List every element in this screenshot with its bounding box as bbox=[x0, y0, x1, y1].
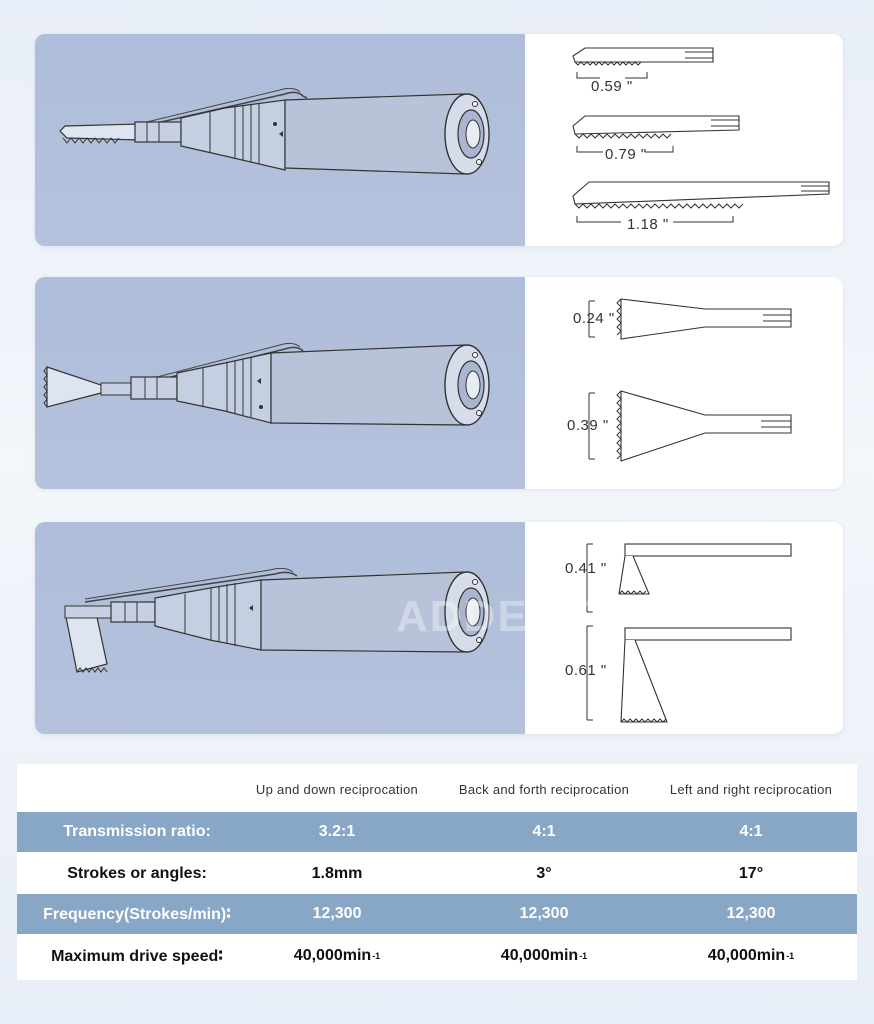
dimension-label: 0.41 " bbox=[565, 560, 607, 577]
spec-table: Up and down reciprocation Back and forth… bbox=[17, 764, 857, 980]
reciprocating-saw-handpiece-icon bbox=[64, 567, 490, 673]
handpiece-image-3 bbox=[35, 522, 525, 734]
table-cell: 4:1 bbox=[532, 823, 556, 840]
dimension-label: 0.59 " bbox=[591, 78, 633, 95]
column-header: Up and down reciprocation bbox=[255, 782, 419, 797]
row-label: Maximum drive speed∶ bbox=[51, 948, 223, 965]
row-label: Strokes or angles: bbox=[67, 865, 207, 882]
reciprocating-saw-handpiece-icon bbox=[59, 87, 490, 175]
blade-panel-3: 0.41 " 0.61 " bbox=[35, 522, 843, 734]
table-row: Maximum drive speed∶ 40,000min-1 40,000m… bbox=[17, 936, 857, 976]
blade-panel-1: 0.59 " 0.79 " 1.18 " bbox=[35, 34, 843, 246]
dimension-label: 0.39 " bbox=[567, 417, 609, 434]
dimension-label: 0.79 " bbox=[605, 146, 647, 163]
dimension-label: 0.24 " bbox=[573, 310, 615, 327]
saw-blades-icon bbox=[572, 47, 830, 223]
table-cell: 4:1 bbox=[739, 823, 763, 840]
table-cell: 40,000min-1 bbox=[293, 947, 381, 964]
dimension-label: 1.18 " bbox=[627, 216, 669, 233]
table-cell: 40,000min-1 bbox=[707, 947, 795, 964]
sagittal-blades-icon bbox=[586, 543, 792, 723]
table-cell: 12,300 bbox=[312, 905, 362, 922]
table-cell: 1.8mm bbox=[311, 865, 363, 882]
row-label: Transmission ratio: bbox=[63, 823, 211, 840]
table-row: Strokes or angles: 1.8mm 3° 17° bbox=[17, 854, 857, 894]
column-header: Left and right reciprocation bbox=[669, 782, 833, 797]
table-row: Frequency(Strokes/min)∶ 12,300 12,300 12… bbox=[17, 894, 857, 934]
spec-header-row: Up and down reciprocation Back and forth… bbox=[17, 764, 857, 812]
table-cell: 3° bbox=[536, 865, 552, 882]
column-header: Back and forth reciprocation bbox=[458, 782, 630, 797]
table-cell: 12,300 bbox=[726, 905, 776, 922]
blade-dimensions-1: 0.59 " 0.79 " 1.18 " bbox=[525, 34, 843, 246]
fan-blades-icon bbox=[588, 298, 792, 462]
table-cell: 3.2:1 bbox=[318, 823, 356, 840]
handpiece-image-1 bbox=[35, 34, 525, 246]
table-cell: 17° bbox=[738, 865, 764, 882]
handpiece-image-2 bbox=[35, 277, 525, 489]
table-row: Transmission ratio: 3.2:1 4:1 4:1 bbox=[17, 812, 857, 852]
brand-watermark: ADDENT® bbox=[396, 592, 606, 641]
blade-panel-2: 0.24 " 0.39 " bbox=[35, 277, 843, 489]
table-cell: 12,300 bbox=[519, 905, 569, 922]
blade-dimensions-2: 0.24 " 0.39 " bbox=[525, 277, 843, 489]
table-cell: 40,000min-1 bbox=[500, 947, 588, 964]
blade-dimensions-3: 0.41 " 0.61 " bbox=[525, 522, 843, 734]
reciprocating-saw-handpiece-icon bbox=[43, 342, 490, 426]
row-label: Frequency(Strokes/min)∶ bbox=[43, 906, 231, 923]
dimension-label: 0.61 " bbox=[565, 662, 607, 679]
